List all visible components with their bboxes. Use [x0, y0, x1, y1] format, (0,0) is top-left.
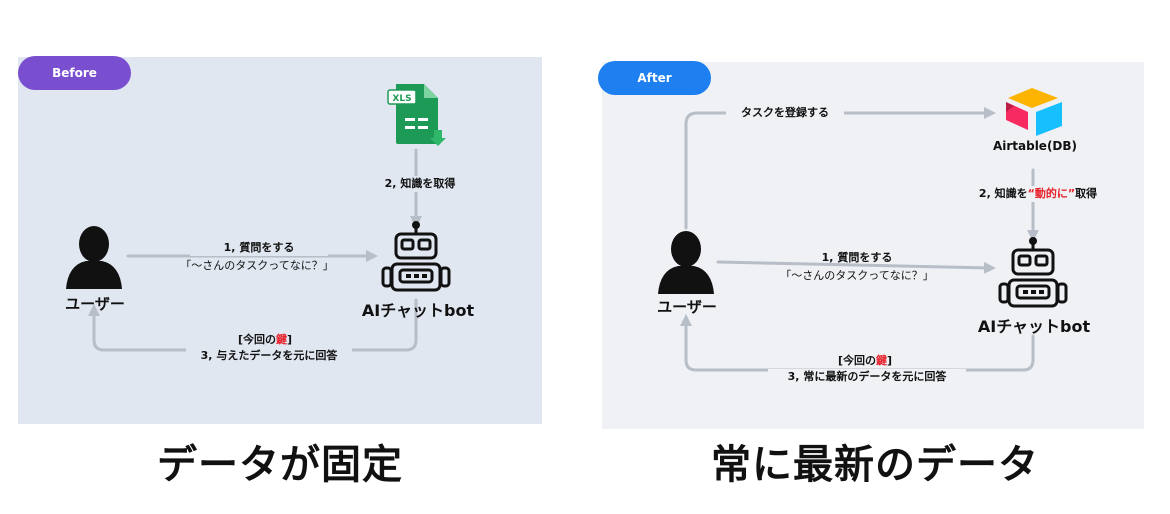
after-arrow-question [716, 260, 996, 274]
xls-text: XLS [392, 94, 411, 104]
after-key-suffix: ] [887, 354, 893, 367]
after-arrow-register [684, 107, 996, 230]
user-icon [658, 231, 714, 294]
before-key-word: 鍵 [276, 333, 287, 346]
after-step1-quote: 「～さんのタスクってなに？」 [780, 269, 934, 282]
after-db-label: Airtable(DB) [992, 139, 1078, 153]
after-caption: 常に最新のデータ [711, 442, 1039, 488]
after-step3-key: [今回の鍵] [820, 353, 910, 369]
after-key-prefix: [今回の [837, 354, 876, 367]
airtable-icon [1006, 88, 1062, 136]
after-bot-label: AIチャットbot [977, 317, 1091, 336]
after-user-label: ユーザー [657, 298, 717, 316]
after-step2-label: 2, 知識を“動的に”取得 [964, 186, 1112, 202]
before-bot-label: AIチャットbot [361, 301, 475, 320]
before-step3-label: 3, 与えたデータを元に回答 [186, 348, 352, 364]
after-step2-emph: “動的に” [1027, 187, 1076, 200]
before-step1-quote: 「～さんのタスクってなに？」 [180, 259, 334, 272]
before-key-suffix: ] [287, 333, 293, 346]
before-user-label: ユーザー [65, 295, 125, 313]
before-caption: データが固定 [157, 442, 403, 488]
after-key-word: 鍵 [876, 354, 887, 367]
robot-icon [381, 221, 451, 292]
user-icon [66, 226, 122, 289]
after-badge: After [598, 61, 711, 95]
after-step2-suffix: 取得 [1075, 187, 1098, 200]
spreadsheet-icon: XLS [387, 84, 446, 146]
before-step3-key: [今回の鍵] [220, 332, 310, 348]
before-key-prefix: [今回の [237, 333, 276, 346]
before-step1-title: 1, 質問をする [190, 240, 328, 256]
after-step1-title: 1, 質問をする [821, 251, 893, 264]
after-step2-prefix: 2, 知識を [978, 187, 1028, 200]
robot-icon [998, 237, 1068, 308]
before-step2-label: 2, 知識を取得 [370, 176, 470, 192]
before-badge: Before [18, 56, 131, 90]
after-step3-label: 3, 常に最新のデータを元に回答 [768, 369, 966, 385]
after-register-label: タスクを登録する [726, 105, 844, 121]
